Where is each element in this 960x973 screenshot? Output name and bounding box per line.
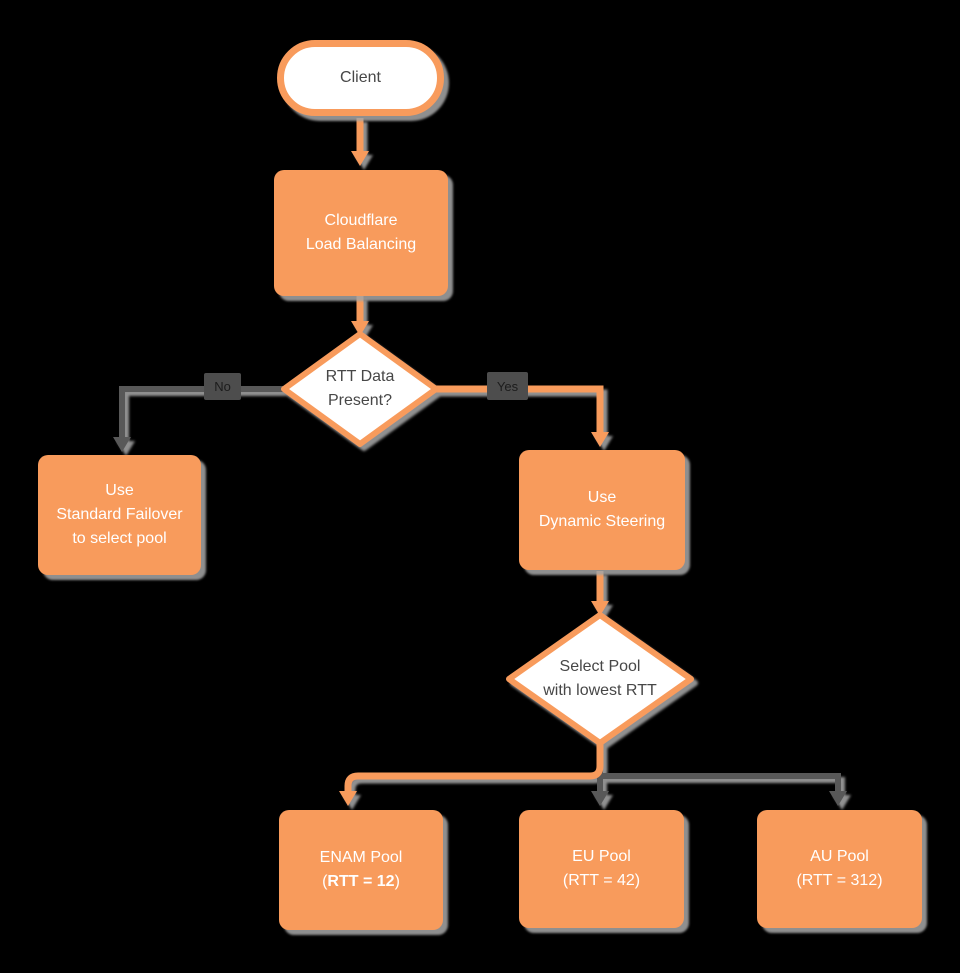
edge-au-line	[600, 773, 841, 793]
decision-select-pool	[506, 612, 694, 746]
edge-yes-arrowhead	[591, 432, 609, 447]
decision-rtt-line2: Present?	[327, 392, 393, 409]
node-enam-pool: ENAM Pool (RTT = 12)	[279, 810, 443, 930]
node-au-pool-name: AU Pool	[810, 848, 869, 865]
node-standard-failover: Use Standard Failover to select pool	[38, 455, 201, 575]
node-enam-pool-name: ENAM Pool	[319, 849, 403, 866]
node-dynamic-steering-line2: Dynamic Steering	[538, 513, 666, 530]
node-au-pool-rtt: (RTT = 312)	[796, 872, 883, 889]
edge-eu-arrowhead	[591, 791, 609, 806]
node-eu-pool-name: EU Pool	[572, 848, 631, 865]
enam-paren-open: (	[322, 873, 328, 890]
decision-select-pool-line1: Select Pool	[559, 658, 641, 675]
node-cloudflare-line1: Cloudflare	[324, 212, 398, 229]
node-standard-failover-line2: Standard Failover	[56, 506, 183, 523]
node-cloudflare-line2: Load Balancing	[305, 236, 417, 253]
edge-no-arrowhead	[113, 437, 131, 452]
decision-rtt-data-present	[281, 331, 439, 447]
enam-paren-close: )	[394, 873, 400, 890]
edge-au-arrowhead	[829, 791, 847, 806]
node-standard-failover-line1: Use	[105, 482, 134, 499]
node-enam-pool-rtt: (RTT = 12)	[322, 870, 400, 894]
edge-enam-line	[344, 743, 604, 793]
decision-select-pool-label: Select Pool with lowest RTT	[510, 644, 690, 714]
node-standard-failover-line3: to select pool	[72, 530, 167, 547]
node-au-pool: AU Pool (RTT = 312)	[757, 810, 922, 928]
enam-rtt-value: RTT = 12	[327, 873, 395, 890]
edge-label-no: No	[204, 373, 241, 400]
edge-steering-to-select-arrowhead	[591, 601, 609, 616]
node-client: Client	[277, 40, 444, 116]
node-dynamic-steering-line1: Use	[587, 489, 617, 506]
edge-enam-arrowhead	[339, 791, 357, 806]
edge-label-no-text: No	[214, 379, 231, 394]
node-eu-pool-rtt: (RTT = 42)	[562, 872, 641, 889]
node-client-label: Client	[340, 69, 381, 86]
edge-label-yes: Yes	[487, 372, 528, 400]
edge-label-yes-text: Yes	[496, 378, 519, 394]
decision-rtt-line1: RTT Data	[325, 368, 395, 385]
edge-lb-to-decision-arrowhead	[351, 321, 369, 336]
edge-client-to-lb-arrowhead	[351, 151, 369, 166]
decision-select-pool-line2: with lowest RTT	[543, 682, 657, 699]
decision-rtt-data-present-label: RTT Data Present?	[290, 354, 430, 424]
node-cloudflare-load-balancing: Cloudflare Load Balancing	[274, 170, 448, 296]
node-eu-pool: EU Pool (RTT = 42)	[519, 810, 684, 928]
node-dynamic-steering: Use Dynamic Steering	[519, 450, 685, 570]
